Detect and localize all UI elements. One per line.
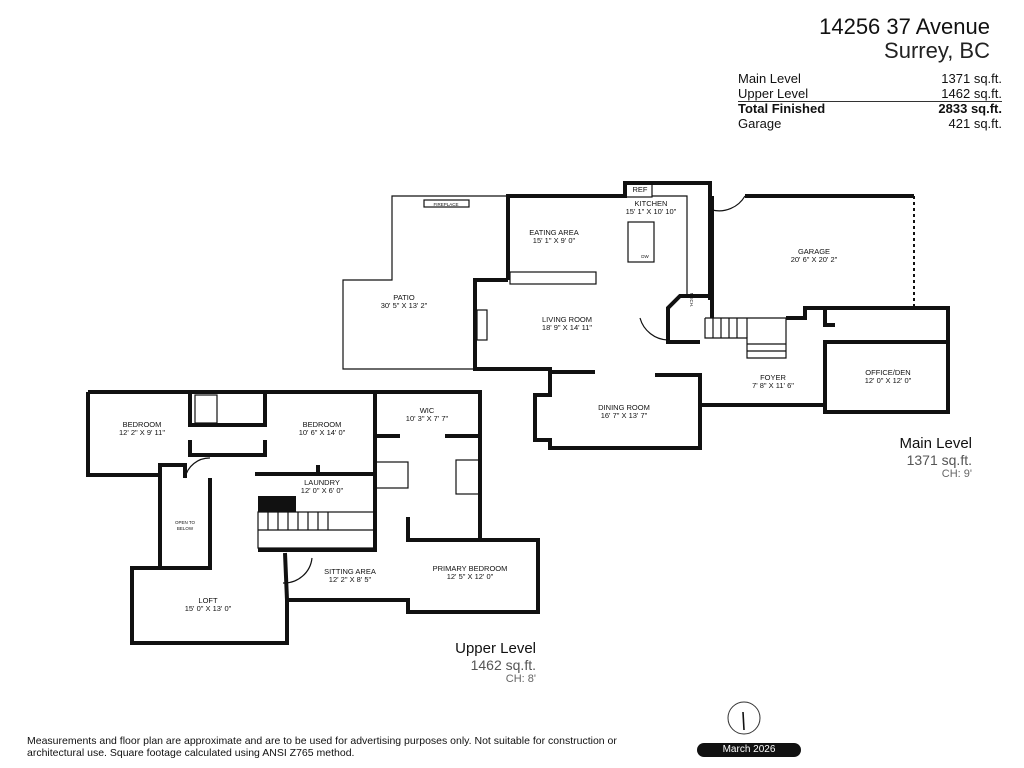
upper-wall [188, 392, 267, 427]
room-name: FOYER [760, 373, 786, 382]
bathtub [455, 459, 481, 495]
room-name: PRIMARY BEDROOM [433, 564, 508, 573]
stair-landing [258, 496, 296, 512]
summary-label: Main Level [738, 71, 801, 86]
room-name: WIC [420, 406, 435, 415]
shower [375, 461, 409, 489]
room-size: 12' 0" X 12' 0" [865, 376, 912, 385]
room-size: 12' 2" X 9' 11" [119, 428, 165, 437]
kitchen-counter [652, 195, 688, 296]
address-line1: 14256 37 Avenue [819, 14, 990, 39]
main-level-plan: REF FIREPLACE DW MECH. KITCHEN 15' 1" X … [342, 181, 950, 450]
summary-value: 2833 sq.ft. [938, 101, 1002, 116]
upper-wall [86, 392, 540, 645]
date-badge: March 2026 [697, 743, 801, 757]
summary-value: 1371 sq.ft. [941, 71, 1002, 86]
stair-treads [712, 318, 786, 352]
room-name: LOFT [198, 596, 218, 605]
kitchen-island [627, 221, 655, 263]
room-size: 12' 0" X 6' 0" [301, 486, 344, 495]
main-level-caption: Main Level 1371 sq.ft. CH: 9' [899, 435, 972, 480]
door-swing [282, 557, 313, 584]
open-to-below-label: BELOW [177, 526, 194, 531]
room-size: 15' 1" X 10' 10" [626, 207, 677, 216]
room-size: 18' 9" X 14' 11" [542, 323, 593, 332]
ref [624, 182, 653, 198]
room-name: SITTING AREA [324, 567, 376, 576]
summary-label: Upper Level [738, 85, 809, 101]
room-name: PATIO [393, 293, 415, 302]
north-arrow-icon [727, 701, 761, 735]
fireplace-label: FIREPLACE [433, 202, 458, 207]
area-summary: Main Level 1371 sq.ft. Upper Level 1462 sq… [738, 71, 1002, 132]
level-ceiling: CH: 9' [941, 468, 972, 480]
patio-outline [342, 195, 508, 370]
ref-label: REF [633, 185, 648, 194]
garage-wall [786, 306, 950, 414]
level-area: 1462 sq.ft. [470, 657, 536, 673]
summary-value: 1462 sq.ft. [941, 85, 1002, 101]
upper-wall [188, 440, 267, 457]
mech-label: MECH. [689, 293, 694, 308]
dw-label: DW [641, 254, 649, 259]
room-name: EATING AREA [529, 228, 578, 237]
main-wall [473, 278, 825, 450]
door-swing [711, 195, 746, 212]
room-name: KITCHEN [635, 199, 668, 208]
room-name: BEDROOM [123, 420, 162, 429]
fireplace [476, 309, 488, 341]
bathtub [194, 394, 218, 424]
counter-peninsula [509, 271, 597, 285]
room-size: 30' 5" X 13' 2" [381, 301, 428, 310]
upper-wall [158, 463, 187, 478]
room-size: 12' 2" X 8' 5" [329, 575, 372, 584]
room-size: 15' 0" X 13' 0" [185, 604, 232, 613]
upper-level-caption: Upper Level 1462 sq.ft. CH: 8' [455, 640, 536, 685]
summary-label: Total Finished [738, 101, 826, 116]
main-wall [655, 373, 702, 448]
room-name: BEDROOM [303, 420, 342, 429]
summary-label: Garage [738, 115, 782, 131]
address-line2: Surrey, BC [884, 38, 990, 63]
room-name: LAUNDRY [304, 478, 340, 487]
upper-level-plan: BEDROOM 12' 2" X 9' 11" BEDROOM 10' 6" X… [86, 390, 540, 645]
summary-row: Main Level 1371 sq.ft. [738, 71, 1002, 87]
summary-row: Upper Level 1462 sq.ft. [738, 85, 1002, 102]
mech-wall [666, 294, 710, 344]
level-title: Upper Level [455, 640, 536, 657]
summary-row: Total Finished 2833 sq.ft. [738, 101, 1002, 117]
door-swing [639, 317, 669, 341]
room-size: 15' 1" X 9' 0" [533, 236, 576, 245]
room-size: 10' 3" X 7' 7" [406, 414, 449, 423]
room-size: 16' 7" X 13' 7" [601, 411, 648, 420]
room-name: LIVING ROOM [542, 315, 592, 324]
stair-treads [258, 512, 375, 531]
room-name: OFFICE/DEN [865, 368, 910, 377]
room-size: 20' 6" X 20' 2" [791, 255, 838, 264]
disclaimer: Measurements and floor plan are approxim… [27, 735, 617, 759]
room-size: 12' 5" X 12' 0" [447, 572, 494, 581]
level-ceiling: CH: 8' [505, 673, 536, 685]
upper-wall [160, 478, 212, 570]
room-size: 10' 6" X 14' 0" [299, 428, 346, 437]
level-area: 1371 sq.ft. [906, 452, 972, 468]
upper-wall [283, 552, 289, 601]
open-to-below-label: OPEN TO [175, 520, 196, 525]
summary-value: 421 sq.ft. [948, 115, 1002, 131]
room-name: DINING ROOM [598, 403, 650, 412]
stairs [704, 317, 787, 359]
fireplace [423, 199, 470, 208]
summary-row: Garage 421 sq.ft. [738, 115, 1002, 132]
garage-wall [823, 308, 835, 327]
level-title: Main Level [899, 435, 972, 452]
room-size: 7' 8" X 11' 6" [752, 381, 794, 390]
door-swing [184, 457, 211, 479]
room-name: GARAGE [798, 247, 830, 256]
